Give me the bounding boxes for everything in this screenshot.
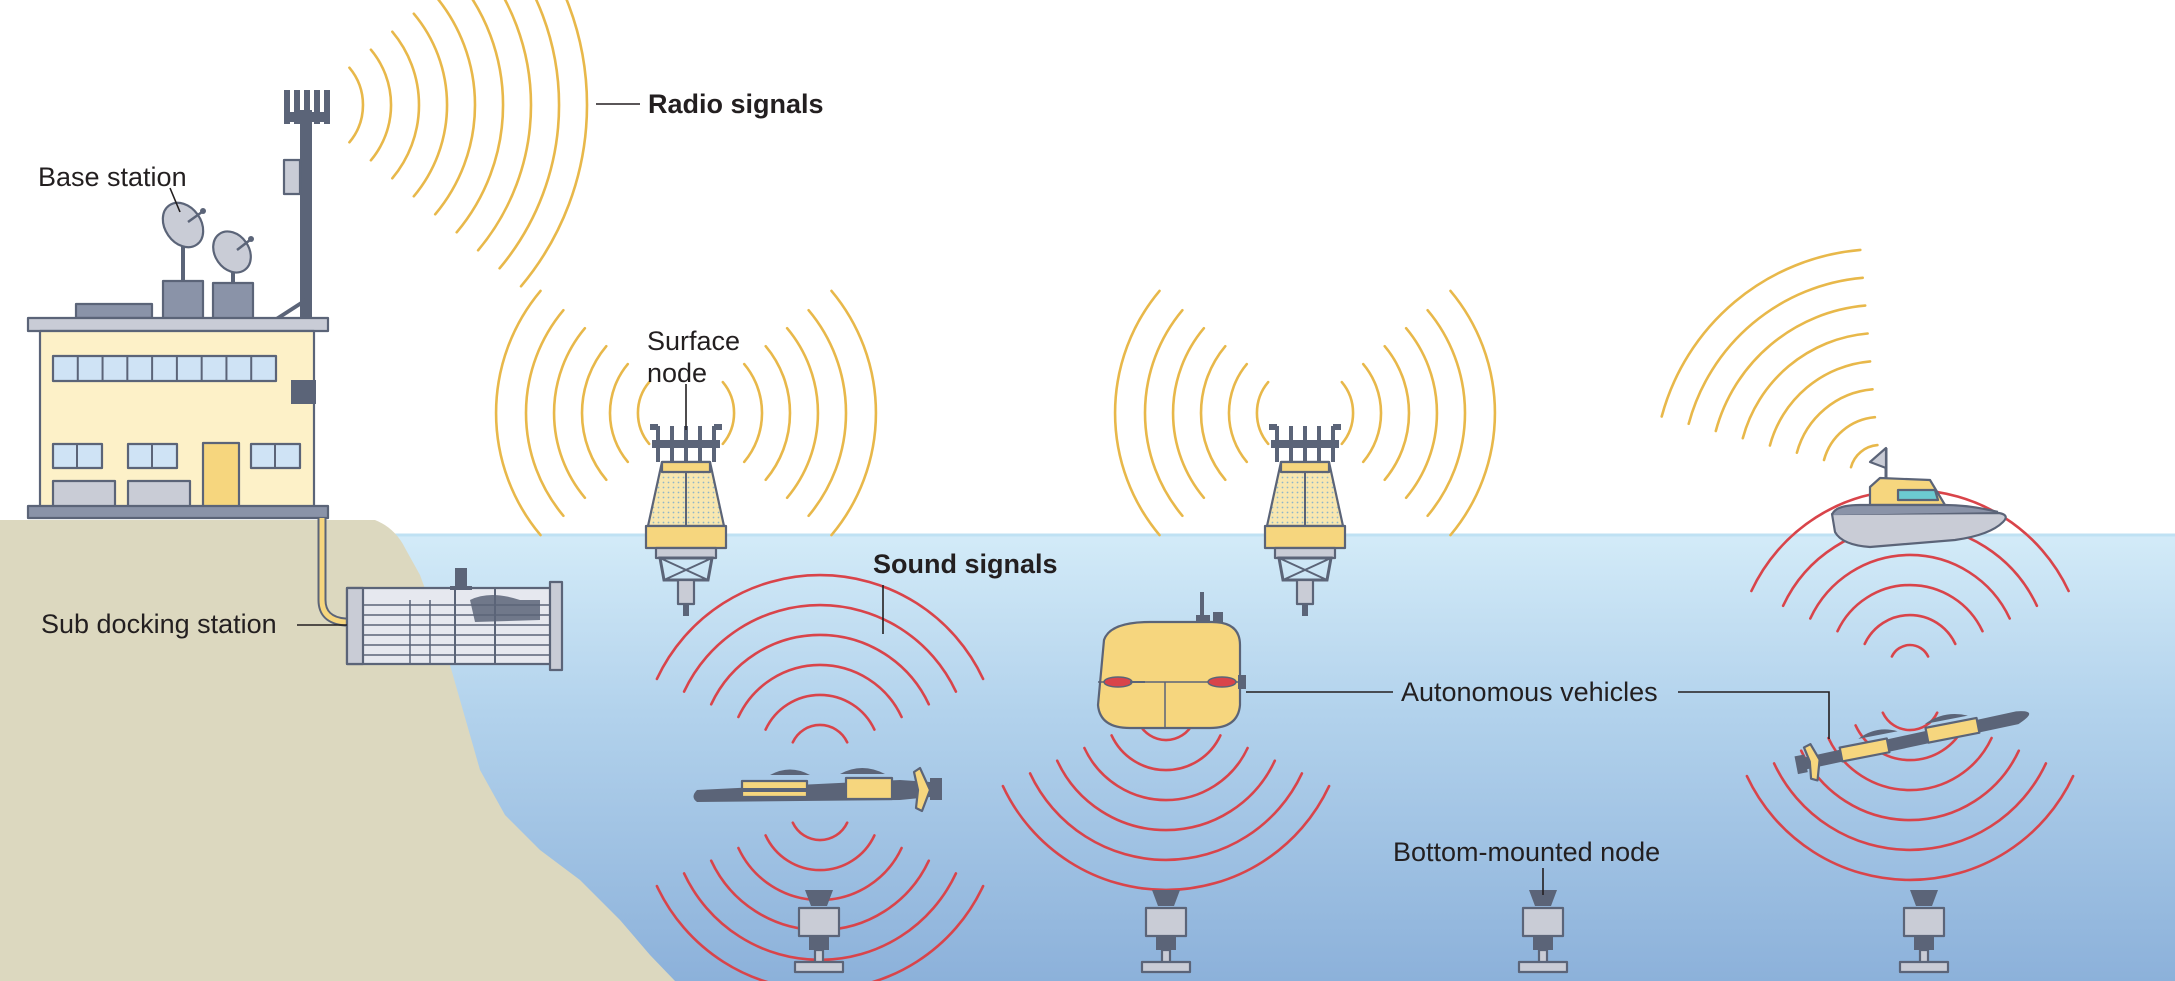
radio-arc-left-5 xyxy=(1143,308,1184,518)
sound-arc-up-2 xyxy=(1863,613,1957,646)
sound-arc-down-6 xyxy=(1745,774,2075,882)
radio-arc-left-2 xyxy=(608,362,630,464)
radio-arc-right-4 xyxy=(1404,326,1439,500)
surface-node-1 xyxy=(644,424,728,616)
leader-autonomous-vehicles-right xyxy=(1678,691,1830,739)
radio-arc-7 xyxy=(476,0,533,252)
sound-arc-up-2 xyxy=(764,693,876,731)
radio-signal-arcs-surface-node-1 xyxy=(494,289,878,537)
bottom-mounted-node-4 xyxy=(1898,890,1950,974)
sound-arc-down-6 xyxy=(1001,784,1331,892)
label-surface-node-line1: Surface xyxy=(647,326,740,356)
radio-arc-2 xyxy=(369,48,393,162)
radio-arc-3 xyxy=(1795,388,1874,454)
window-band xyxy=(51,354,278,383)
antenna-tower-icon xyxy=(273,90,330,322)
radio-arc-7 xyxy=(1687,276,1864,426)
radio-arc-8 xyxy=(1660,248,1862,418)
sound-arc-up-1 xyxy=(1890,643,1930,658)
label-sound-signals: Sound signals xyxy=(873,549,1058,579)
surface-node-2 xyxy=(1263,424,1347,616)
radio-arc-6 xyxy=(1714,304,1867,433)
bottom-mounted-node-1 xyxy=(793,890,845,974)
radio-arc-left-6 xyxy=(1113,289,1161,537)
sound-arc-down-2 xyxy=(764,834,876,872)
radio-arc-left-3 xyxy=(1199,344,1227,482)
radio-arc-left-1 xyxy=(1255,380,1270,446)
sub-docking-station xyxy=(345,568,564,672)
bottom-mounted-node-3 xyxy=(1517,890,1569,974)
radio-arc-1 xyxy=(1849,443,1879,469)
radio-signal-arcs-tower xyxy=(348,0,589,288)
label-surface-node-line2: node xyxy=(647,358,707,388)
land-cliff xyxy=(0,520,675,981)
radio-arc-6 xyxy=(455,0,505,234)
sound-arc-up-4 xyxy=(709,633,931,706)
radio-arc-right-5 xyxy=(807,308,848,518)
sound-arc-up-5 xyxy=(682,603,958,693)
bottom-mounted-node-2 xyxy=(1140,890,1192,974)
label-radio-signals: Radio signals xyxy=(648,89,824,119)
radio-arc-left-4 xyxy=(1171,326,1206,500)
radio-arc-3 xyxy=(391,30,421,180)
autonomous-vehicle-torpedo-left xyxy=(693,766,942,813)
leader-base-station xyxy=(169,187,181,213)
radio-arc-8 xyxy=(498,0,561,270)
radio-arc-right-1 xyxy=(1340,380,1355,446)
sound-arc-down-2 xyxy=(1854,724,1966,762)
radio-arc-left-1 xyxy=(636,380,651,446)
sound-arc-down-1 xyxy=(791,821,849,842)
sound-arc-down-5 xyxy=(1772,762,2048,852)
radio-arc-left-2 xyxy=(1227,362,1249,464)
radio-arc-left-4 xyxy=(552,326,587,500)
radio-arc-1 xyxy=(348,66,365,144)
autonomous-vehicle-sub-center xyxy=(1096,592,1246,730)
sound-arc-down-2 xyxy=(1110,734,1222,772)
radio-arc-right-4 xyxy=(785,326,820,500)
radio-arc-5 xyxy=(1741,332,1869,440)
radio-arc-2 xyxy=(1822,415,1877,462)
sound-signal-arcs-center xyxy=(1001,721,1331,892)
label-autonomous-vehicles: Autonomous vehicles xyxy=(1401,677,1658,707)
radio-arc-9 xyxy=(519,0,589,288)
radio-arc-5 xyxy=(433,0,477,216)
autonomous-vehicle-torpedo-right xyxy=(1794,711,2030,782)
radio-arc-left-6 xyxy=(494,289,542,537)
radio-arc-right-5 xyxy=(1426,308,1467,518)
radio-arc-4 xyxy=(412,12,449,198)
sound-arc-down-1 xyxy=(1137,721,1195,742)
sound-arc-down-4 xyxy=(1055,759,1277,832)
sound-signal-arcs-left xyxy=(655,573,985,981)
label-base-station: Base station xyxy=(38,162,187,192)
radio-arc-right-2 xyxy=(742,362,764,464)
radio-signal-arcs-surface-node-2 xyxy=(1113,289,1497,537)
boat xyxy=(1830,446,2007,549)
sound-arc-down-3 xyxy=(1083,746,1249,802)
sound-arc-down-5 xyxy=(1028,772,1304,862)
sound-arc-up-4 xyxy=(1809,553,2011,620)
radio-arc-left-3 xyxy=(580,344,608,482)
sound-arc-up-3 xyxy=(737,663,903,719)
radio-arc-right-3 xyxy=(1383,344,1411,482)
satellite-dish-icon xyxy=(161,201,206,281)
radio-arc-right-2 xyxy=(1361,362,1383,464)
radio-arc-right-3 xyxy=(764,344,792,482)
radio-arc-right-6 xyxy=(1449,289,1497,537)
sound-arc-down-6 xyxy=(655,884,985,981)
sound-arc-up-6 xyxy=(655,573,985,681)
label-sub-docking-station: Sub docking station xyxy=(41,609,277,639)
radio-arc-left-5 xyxy=(524,308,565,518)
radio-signal-arcs-boat xyxy=(1660,248,1879,469)
label-bottom-mounted-node: Bottom-mounted node xyxy=(1393,837,1660,867)
radio-arc-right-1 xyxy=(721,380,736,446)
sound-arc-up-3 xyxy=(1836,583,1984,633)
satellite-dish-icon xyxy=(212,230,254,283)
radio-arc-right-6 xyxy=(830,289,878,537)
sound-arc-down-4 xyxy=(1799,749,2021,822)
radio-arc-4 xyxy=(1768,360,1872,447)
base-station-building xyxy=(26,90,330,520)
sound-arc-up-1 xyxy=(791,723,849,744)
